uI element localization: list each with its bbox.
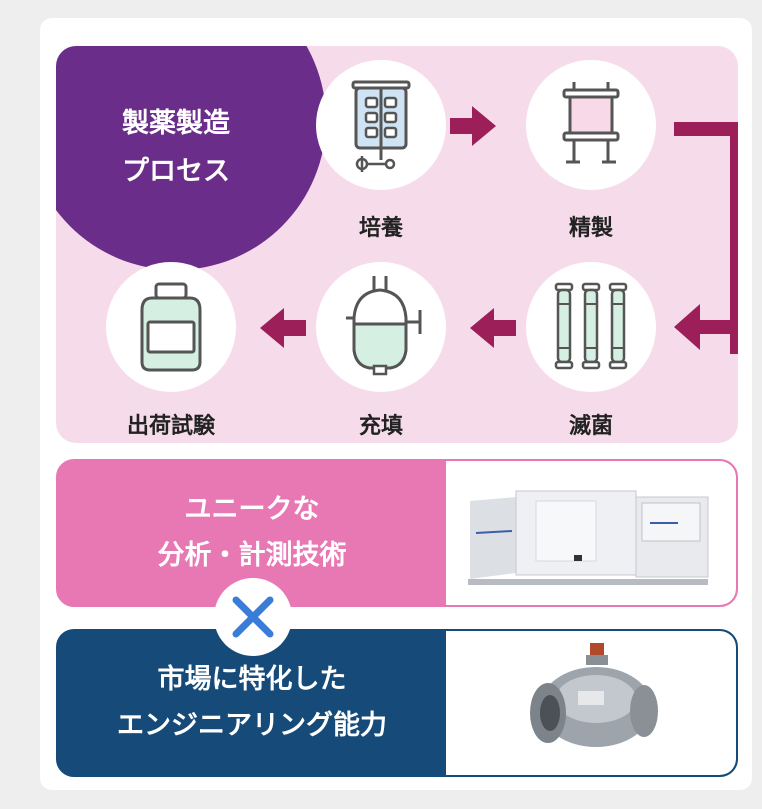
step-filling-label: 充填 xyxy=(358,414,403,439)
bioreactor-icon xyxy=(351,80,411,172)
process-title-line1: 製薬製造 xyxy=(122,108,230,139)
step-release-testing xyxy=(106,262,236,392)
analyzer-instrument-image xyxy=(446,461,736,605)
cross-connector xyxy=(214,578,292,656)
analyzer-instrument-icon xyxy=(468,490,709,585)
feature-analytical-line2: 分析・計測技術 xyxy=(157,540,347,571)
process-title-line2: プロセス xyxy=(122,156,230,187)
filter-cartridges-icon xyxy=(554,282,628,370)
process-title: 製薬製造 プロセス xyxy=(56,46,296,246)
feature-engineering-line1: 市場に特化した xyxy=(157,664,347,695)
step-release-testing-label: 出荷試験 xyxy=(126,414,215,439)
step-filling xyxy=(316,262,446,392)
valve-image xyxy=(446,631,736,775)
valve-icon xyxy=(530,643,658,747)
arrow-left-icon xyxy=(470,308,516,348)
step-sterilization-label: 滅菌 xyxy=(568,414,613,439)
filling-vessel-icon xyxy=(346,276,422,376)
manufacturing-process-panel: 製薬製造 プロセス 培養 xyxy=(56,46,738,443)
arrow-down-left-icon xyxy=(674,122,738,354)
step-purification-label: 精製 xyxy=(568,216,613,241)
arrow-left-icon xyxy=(260,308,306,348)
feature-engineering-capability: 市場に特化した エンジニアリング能力 xyxy=(56,629,738,777)
purification-column-icon xyxy=(562,82,620,164)
step-purification xyxy=(526,60,656,190)
bottle-icon xyxy=(140,282,202,372)
feature-analytical-text: ユニークな 分析・計測技術 xyxy=(58,461,446,605)
step-sterilization xyxy=(526,262,656,392)
step-culture-label: 培養 xyxy=(358,216,403,241)
step-culture xyxy=(316,60,446,190)
feature-analytical-line1: ユニークな xyxy=(184,494,320,525)
feature-analytical-technology: ユニークな 分析・計測技術 xyxy=(56,459,738,607)
feature-engineering-text: 市場に特化した エンジニアリング能力 xyxy=(58,631,446,775)
feature-engineering-line2: エンジニアリング能力 xyxy=(117,710,387,741)
cross-icon xyxy=(232,596,274,638)
arrow-right-icon xyxy=(450,106,496,146)
